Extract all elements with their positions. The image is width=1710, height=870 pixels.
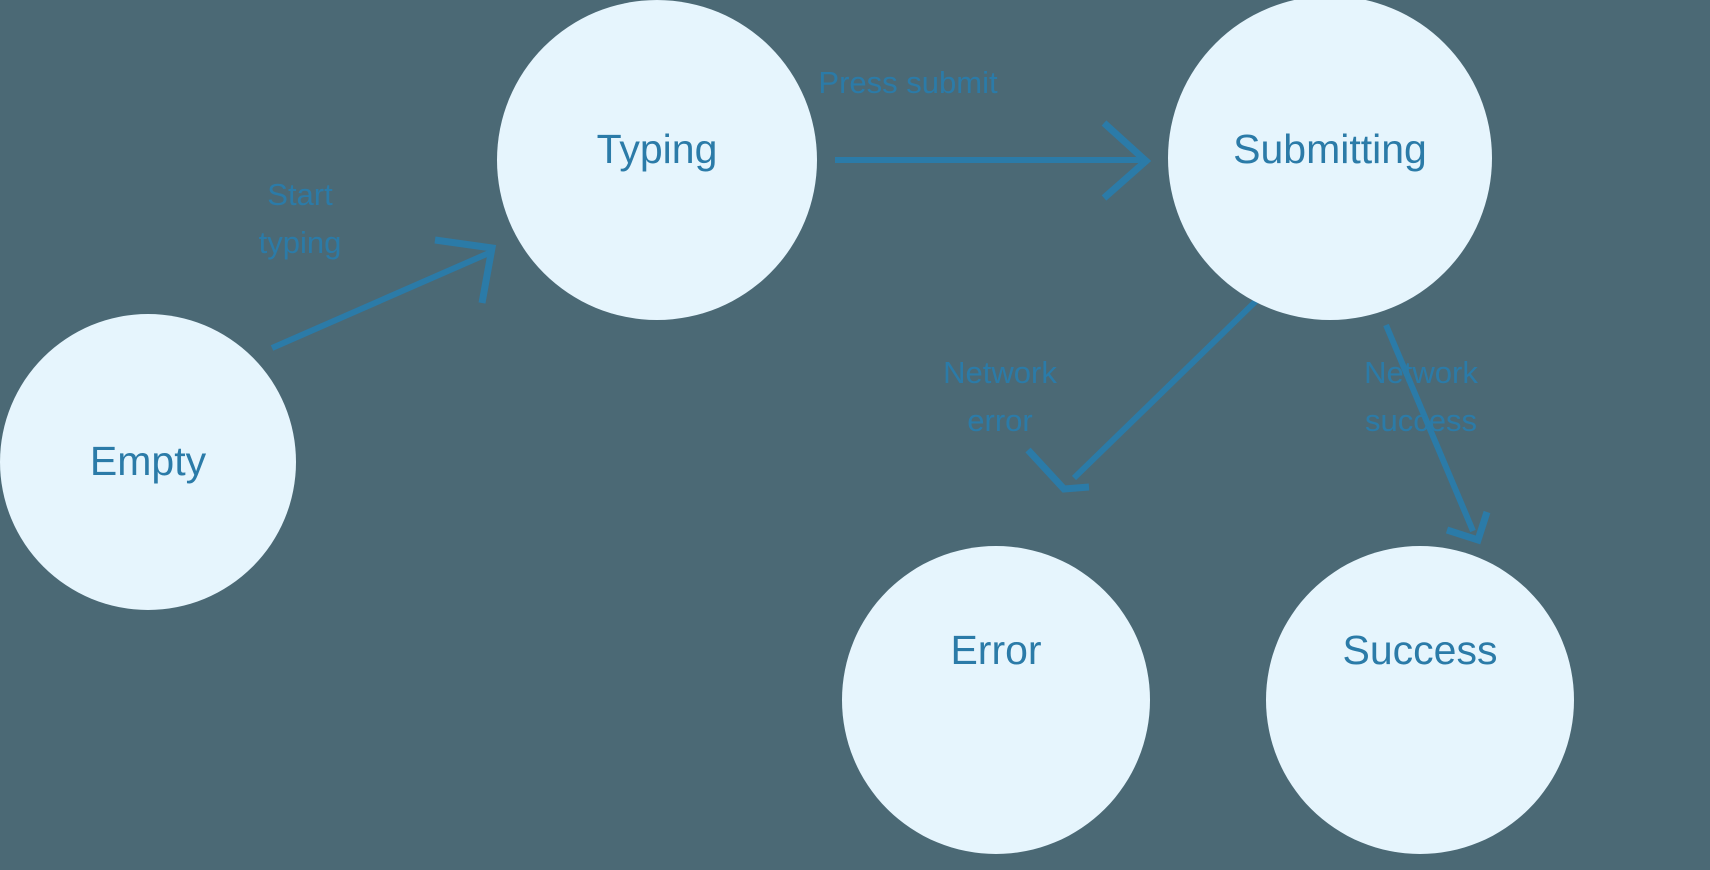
edge-label-start-typing-line2: typing [259,225,342,260]
arrowhead-icon [1101,120,1152,201]
state-node-submitting[interactable]: Submitting [1168,0,1492,320]
state-node-typing[interactable]: Typing [497,0,817,320]
edge-submitting-to-error: Network error [943,297,1260,493]
state-node-circle[interactable] [1168,0,1492,320]
edge-label-start-typing-line1: Start [267,177,333,212]
state-node-label-success: Success [1343,627,1498,673]
state-node-circle[interactable] [842,546,1150,854]
state-node-circle[interactable] [1266,546,1574,854]
arrowhead-icon [1445,510,1491,545]
state-node-circle[interactable] [497,0,817,320]
edge-label-network-error-line2: error [967,403,1032,438]
arrowhead-icon [434,236,497,304]
edge-label-network-success-line1: Network [1364,355,1478,390]
state-node-circle[interactable] [0,314,296,610]
edge-label-press-submit: Press submit [818,65,998,100]
edge-label-network-error-line1: Network [943,355,1057,390]
state-node-label-submitting: Submitting [1233,126,1427,172]
edge-line [270,250,491,351]
state-node-label-error: Error [950,627,1041,673]
edge-empty-to-typing: Start typing [259,177,497,351]
arrowhead-icon [1025,447,1090,493]
edge-line [1383,323,1476,533]
state-node-label-empty: Empty [90,438,207,484]
edge-typing-to-submitting: Press submit [818,65,1152,201]
edge-label-network-success-line2: success [1365,403,1477,438]
edge-submitting-to-success: Network success [1364,323,1491,545]
state-node-success[interactable]: Success [1266,546,1574,854]
state-node-label-typing: Typing [597,126,718,172]
edge-line [1071,297,1260,481]
state-node-empty[interactable]: Empty [0,314,296,610]
state-node-error[interactable]: Error [842,546,1150,854]
